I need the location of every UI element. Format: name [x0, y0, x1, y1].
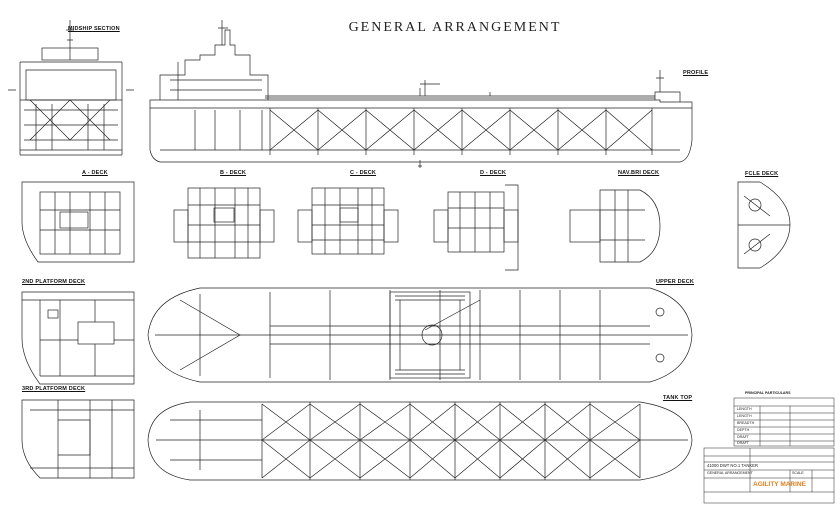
- fcle-deck-drawing: [737, 181, 791, 269]
- 2nd-platform-deck-drawing: [21, 291, 135, 385]
- view-label-2nd-platform-deck: 2ND PLATFORM DECK: [22, 279, 86, 285]
- particulars-heading: PRINCIPAL PARTICULARS: [745, 391, 791, 395]
- view-label-profile: PROFILE: [683, 70, 709, 76]
- particular-row: LENGTH: [737, 407, 752, 411]
- view-label-upper-deck: UPPER DECK: [656, 279, 695, 285]
- view-label-fcle-deck: FCLE DECK: [745, 171, 779, 177]
- particular-row: BREADTH: [737, 421, 755, 425]
- scale-label: SCALE: [792, 471, 804, 475]
- particular-row: DRAFT: [737, 435, 749, 439]
- view-label-3rd-platform-deck: 3RD PLATFORM DECK: [22, 386, 86, 392]
- title-block: [703, 397, 835, 504]
- view-label-b-deck: B - DECK: [220, 170, 247, 176]
- view-label-midship: MIDSHIP SECTION: [68, 26, 120, 32]
- upper-deck-drawing: [147, 287, 693, 383]
- view-label-tank-top: TANK TOP: [663, 395, 693, 401]
- view-label-c-deck: C - DECK: [350, 170, 377, 176]
- b-deck-drawing: [173, 187, 275, 259]
- company-logo-text: AGILITY MARINE: [753, 481, 806, 488]
- 3rd-platform-deck-drawing: [21, 399, 135, 479]
- particular-row: DRAFT: [737, 441, 749, 445]
- nav-bri-deck-drawing: [569, 189, 661, 263]
- vessel-name: 41000 DWT NO.1 TANKER: [707, 463, 758, 468]
- profile-drawing: [149, 20, 693, 168]
- particular-row: LENGTH: [737, 414, 752, 418]
- drawing-title: GENERAL ARRANGEMENT: [348, 20, 562, 35]
- view-label-a-deck: A - DECK: [82, 170, 108, 176]
- particular-row: DEPTH: [737, 428, 750, 432]
- a-deck-drawing: [21, 181, 135, 263]
- d-deck-drawing: [433, 184, 519, 271]
- drawing-name: GENERAL ARRANGEMENT: [707, 471, 753, 475]
- tank-top-drawing: [147, 401, 693, 481]
- c-deck-drawing: [297, 187, 399, 255]
- midship-section-drawing: [8, 20, 134, 156]
- view-label-nav-bri-deck: NAV.BRI DECK: [618, 170, 660, 176]
- view-label-d-deck: D - DECK: [480, 170, 507, 176]
